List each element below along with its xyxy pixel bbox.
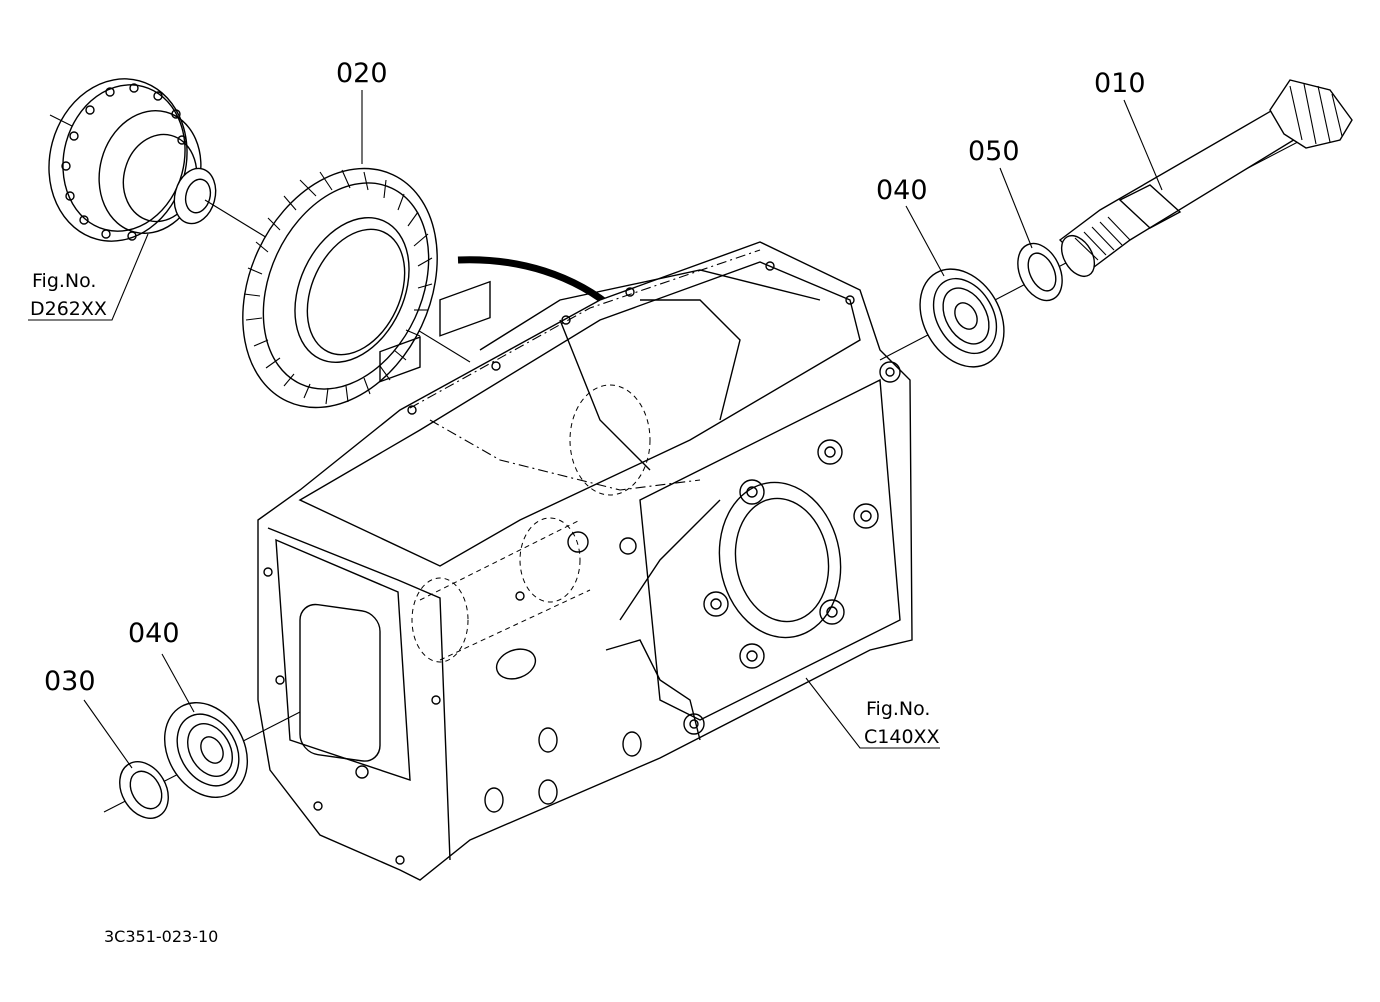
- callout-050: 050: [968, 136, 1020, 167]
- oil-seal-030: [119, 761, 169, 819]
- callout-030: 030: [44, 666, 96, 697]
- fig-ref-lower-label: Fig.No.: [866, 698, 930, 720]
- fig-ref-upper-label: Fig.No.: [32, 270, 96, 292]
- fig-ref-lower-code: C140XX: [864, 726, 940, 748]
- callout-040-right: 040: [876, 175, 928, 206]
- callout-020: 020: [336, 58, 388, 89]
- leader-lines: [28, 90, 1163, 769]
- differential-assembly: [48, 78, 217, 242]
- collar-050: [1017, 242, 1063, 302]
- drawing-number: 3C351-023-10: [104, 927, 218, 946]
- bearing-040-right: [919, 268, 1005, 368]
- bevel-gear: [242, 167, 438, 409]
- fig-ref-upper-code: D262XX: [30, 298, 107, 320]
- pinion-shaft: [1058, 79, 1353, 277]
- callout-040-left: 040: [128, 618, 180, 649]
- callout-010: 010: [1094, 68, 1146, 99]
- bearing-040-left: [163, 702, 249, 798]
- transmission-housing: [257, 241, 913, 881]
